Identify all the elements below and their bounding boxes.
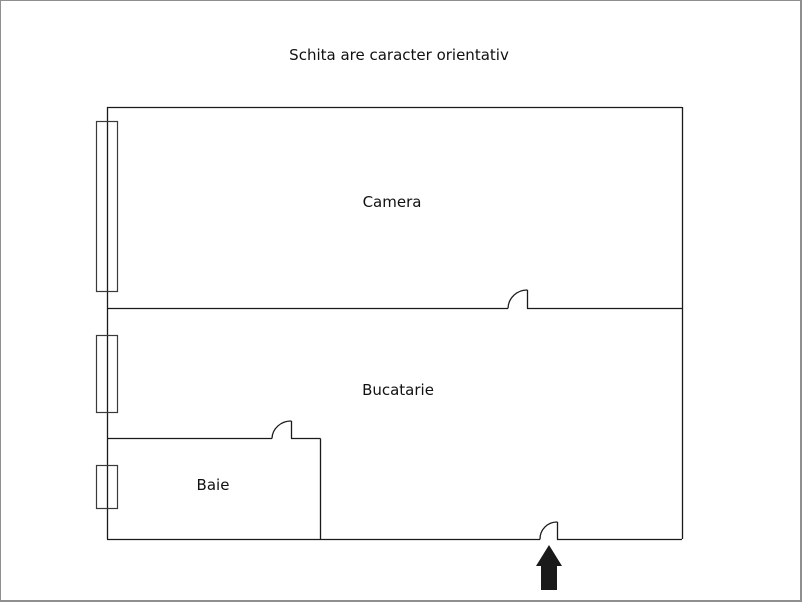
window-icon bbox=[95, 334, 119, 414]
outer-walls bbox=[106, 106, 684, 541]
window-icon bbox=[95, 464, 119, 510]
arrow-up-icon bbox=[536, 545, 562, 590]
page-title: Schita are caracter orientativ bbox=[289, 46, 509, 64]
door-swing-icon bbox=[507, 289, 529, 309]
room-label-baie: Baie bbox=[196, 476, 230, 494]
door-swing-icon bbox=[271, 420, 293, 439]
room-label-camera: Camera bbox=[362, 193, 422, 211]
wall-baie bbox=[107, 437, 322, 539]
room-label-bucatarie: Bucatarie bbox=[362, 381, 434, 399]
window-icon bbox=[95, 120, 119, 293]
door-swing-icon bbox=[539, 521, 559, 540]
